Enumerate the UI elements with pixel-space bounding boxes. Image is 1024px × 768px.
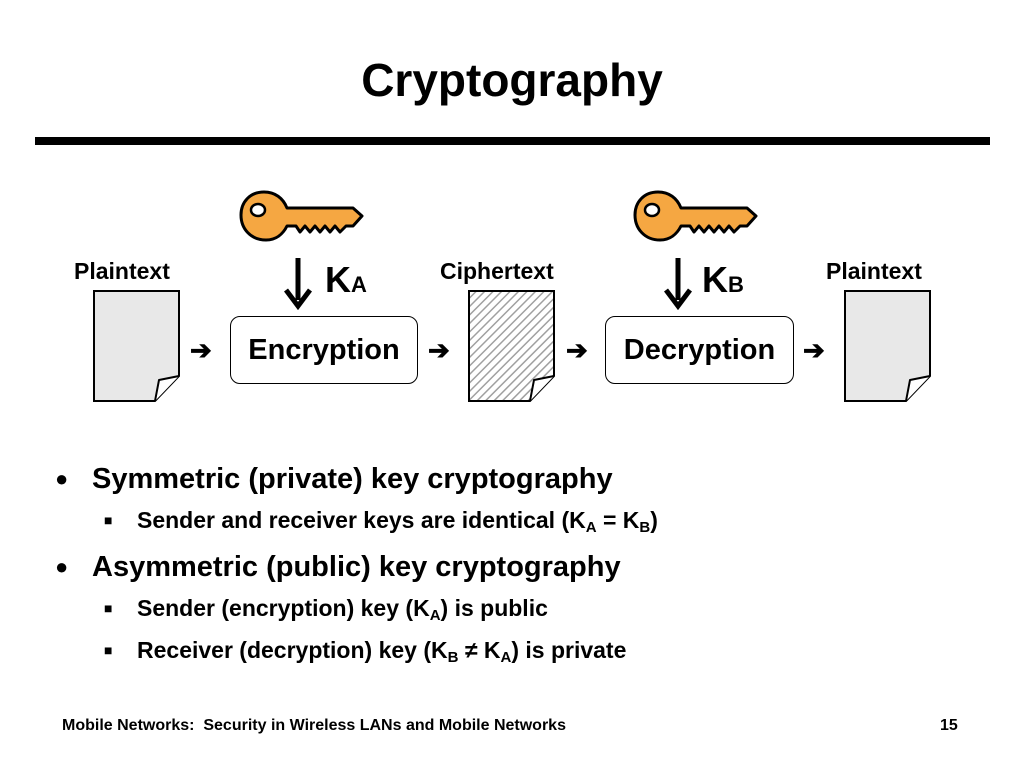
plaintext-right-document-icon [844,290,931,402]
sub-bullet-icon: ■ [104,600,113,616]
key-a-label: KA [325,259,367,300]
sub-bullet-icon: ■ [104,512,113,528]
ciphertext-label: Ciphertext [440,258,554,284]
bullet-icon: ● [55,466,69,491]
bullet-item: ● Asymmetric (public) key cryptography [55,551,621,583]
key-b-icon [633,190,758,242]
page-number: 15 [940,717,958,734]
key-b-down-arrow-icon [664,258,692,310]
arrow-right-icon: ➔ [428,335,450,365]
title-divider [35,137,990,145]
bullet-list: ● Symmetric (private) key cryptography ■… [55,462,995,666]
slide-title: Cryptography [361,54,663,106]
key-a-down-arrow-icon [284,258,312,310]
ciphertext-document-icon [468,290,555,402]
plaintext-right-label: Plaintext [826,258,922,284]
plaintext-left-label: Plaintext [74,258,170,284]
arrow-right-icon: ➔ [190,335,212,365]
sub-bullet-item: ■ Receiver (decryption) key (KB ≠ KA) is… [104,637,627,666]
bullet-icon: ● [55,554,69,579]
arrow-right-icon: ➔ [803,335,825,365]
bullet-item: ● Symmetric (private) key cryptography [55,463,613,495]
sub-bullet-item: ■ Sender (encryption) key (KA) is public [104,595,548,624]
decryption-label: Decryption [623,334,776,366]
decryption-box: Decryption [605,316,794,384]
encryption-box: Encryption [230,316,418,384]
arrow-right-icon: ➔ [566,335,588,365]
sub-bullet-icon: ■ [104,642,113,658]
key-a-icon [239,190,364,242]
plaintext-left-document-icon [93,290,180,402]
sub-bullet-item: ■ Sender and receiver keys are identical… [104,507,658,536]
encryption-label: Encryption [248,334,400,366]
footer-text: Mobile Networks: Security in Wireless LA… [62,717,566,734]
key-b-label: KB [702,259,744,300]
